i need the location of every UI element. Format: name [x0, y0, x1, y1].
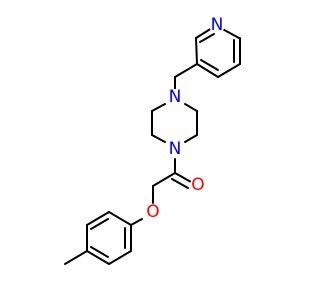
tolyl-ring: [86, 211, 132, 265]
pyridine-ring: [195, 25, 241, 78]
bond: [217, 63, 241, 78]
atom-label: N: [169, 139, 182, 159]
bond: [174, 63, 198, 78]
bond: [90, 218, 109, 230]
piperazine-ring: [151, 103, 198, 143]
bond: [199, 33, 215, 43]
atom-pyridine-n: N: [209, 15, 225, 35]
atom-label: N: [211, 15, 224, 35]
atom-ether-o: O: [145, 202, 161, 222]
bond: [86, 211, 110, 226]
bond: [184, 103, 198, 112]
bond: [151, 103, 166, 112]
bond: [151, 134, 166, 143]
atom-label: O: [191, 175, 204, 195]
bond: [130, 218, 143, 226]
atom-carbonyl-o: O: [190, 175, 206, 195]
atom-label: O: [146, 202, 159, 222]
bond: [86, 250, 110, 265]
bond: [200, 59, 219, 71]
bond: [174, 172, 192, 183]
bond: [108, 211, 132, 226]
bond: [64, 250, 88, 265]
bond: [196, 63, 219, 78]
bond: [195, 27, 213, 39]
atom-piperazine-n-bottom: N: [167, 139, 183, 159]
bond: [108, 250, 132, 265]
bond: [171, 178, 189, 189]
bond: [90, 246, 109, 258]
atom-piperazine-n-top: N: [167, 87, 183, 107]
bond: [152, 172, 176, 187]
bond: [184, 134, 198, 143]
bond: [195, 37, 198, 65]
structure-diagram: N N N O O: [64, 15, 241, 265]
atom-label: N: [169, 87, 182, 107]
molecule-canvas: N N N O O: [64, 15, 241, 265]
